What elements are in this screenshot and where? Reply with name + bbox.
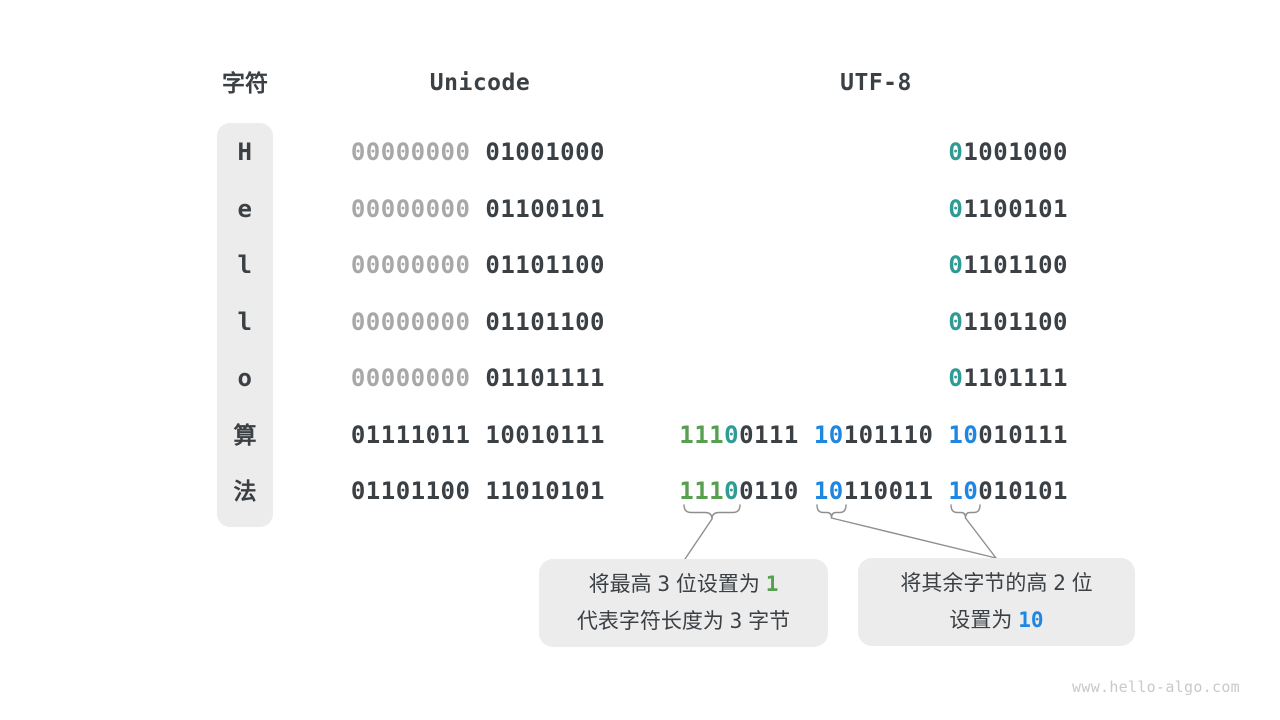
char-cell: e (237, 194, 253, 223)
annotation-line: 代表字符长度为 3 字节 (576, 609, 791, 633)
unicode-value: 00000000 01100101 (350, 194, 605, 223)
watermark: www.hello-algo.com (1072, 678, 1240, 696)
annotation-box-continuation-byte: 将其余字节的高 2 位设置为 10 (858, 558, 1135, 646)
connector-line-right-a (830, 517, 997, 559)
char-cell: l (237, 307, 253, 336)
char-cell: l (237, 251, 253, 279)
unicode-value: 00000000 01101100 (350, 307, 605, 336)
utf8-value: 01101100 (948, 307, 1068, 336)
utf8-value: 01101111 (948, 364, 1068, 392)
unicode-value: 00000000 01101111 (350, 364, 605, 392)
unicode-value: 00000000 01101100 (350, 251, 605, 279)
column-header-character: 字符 (222, 70, 268, 96)
connector-line-left (684, 518, 713, 560)
connector-line-right-b (964, 517, 997, 559)
utf8-value: 01100101 (948, 194, 1068, 223)
annotation-line: 设置为 10 (949, 608, 1044, 632)
utf8-value: 11100110 10110011 10010101 (679, 477, 1068, 505)
annotation-line: 将最高 3 位设置为 1 (588, 572, 779, 596)
unicode-value: 01111011 10010111 (350, 420, 605, 449)
utf8-value: 11100111 10101110 10010111 (679, 420, 1068, 449)
character-column-background (217, 123, 273, 527)
unicode-value: 01101100 11010101 (350, 477, 605, 505)
utf8-value: 01001000 (948, 138, 1068, 166)
column-header-unicode: Unicode (429, 70, 531, 96)
char-cell: o (237, 364, 253, 392)
char-cell: 法 (233, 478, 257, 504)
char-cell: 算 (233, 421, 257, 448)
char-cell: H (237, 138, 253, 166)
annotation-line: 将其余字节的高 2 位 (900, 571, 1093, 595)
column-header-utf8: UTF-8 (840, 70, 912, 96)
annotation-box-leading-byte: 将最高 3 位设置为 1 代表字符长度为 3 字节 (539, 559, 828, 647)
utf8-value: 01101100 (948, 251, 1068, 279)
unicode-value: 00000000 01001000 (350, 138, 605, 166)
